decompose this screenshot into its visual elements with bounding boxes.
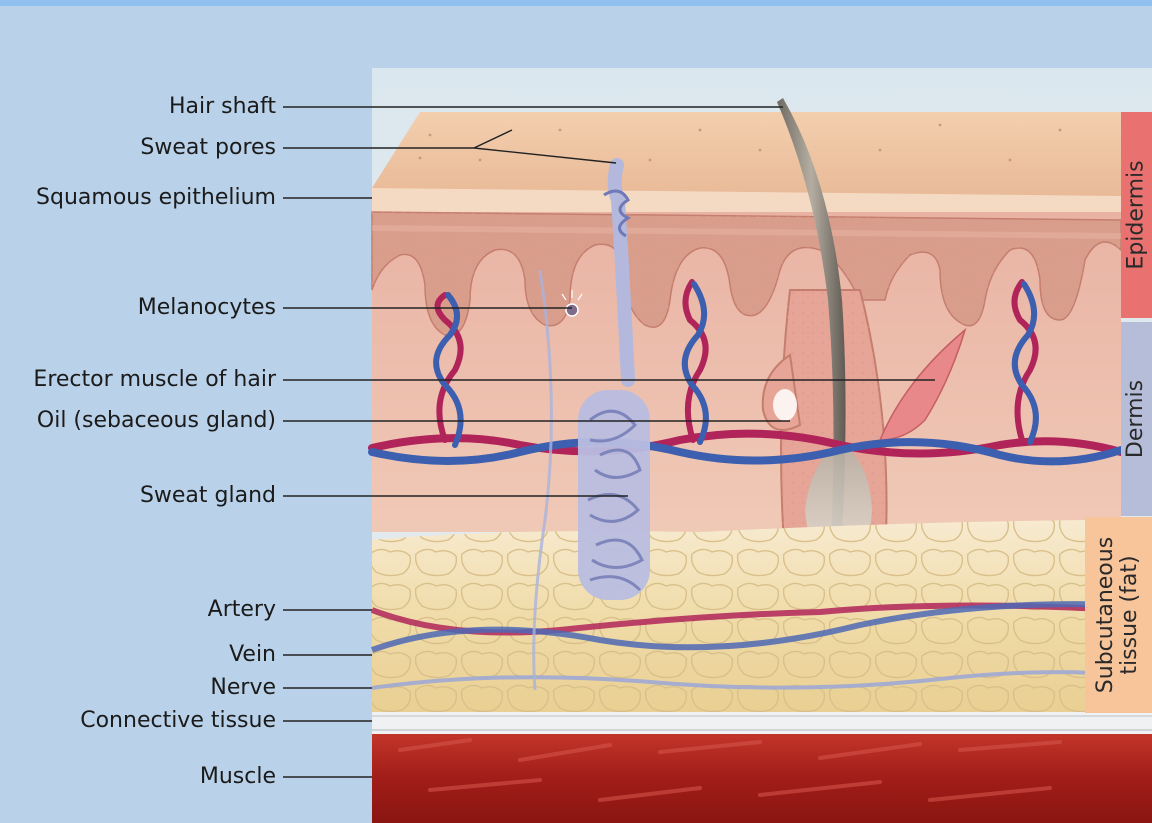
layer-label-epidermis: Epidermis <box>1125 160 1149 269</box>
label-sweat-pores: Sweat pores <box>140 135 276 161</box>
label-melanocytes: Melanocytes <box>138 295 276 321</box>
label-nerve: Nerve <box>210 675 276 701</box>
layer-label-subcutaneous-line1: Subcutaneous <box>1095 537 1119 693</box>
layer-label-subcutaneous: Subcutaneous tissue (fat) <box>1095 537 1143 693</box>
skin-surface <box>372 112 1121 200</box>
layer-label-dermis: Dermis <box>1125 380 1149 458</box>
label-erector-muscle: Erector muscle of hair <box>33 367 276 393</box>
label-muscle: Muscle <box>200 764 276 790</box>
label-oil-gland: Oil (sebaceous gland) <box>37 408 276 434</box>
label-squamous-epithelium: Squamous epithelium <box>36 185 276 211</box>
label-artery: Artery <box>208 597 276 623</box>
layer-tab-dermis: Dermis <box>1121 322 1152 516</box>
label-vein: Vein <box>229 642 276 668</box>
label-hair-shaft: Hair shaft <box>169 94 276 120</box>
layer-tab-epidermis: Epidermis <box>1121 112 1152 318</box>
label-connective-tissue: Connective tissue <box>80 708 276 734</box>
layer-tab-subcutaneous: Subcutaneous tissue (fat) <box>1085 517 1152 713</box>
layer-label-subcutaneous-line2: tissue (fat) <box>1119 537 1143 693</box>
label-sweat-gland: Sweat gland <box>140 483 276 509</box>
